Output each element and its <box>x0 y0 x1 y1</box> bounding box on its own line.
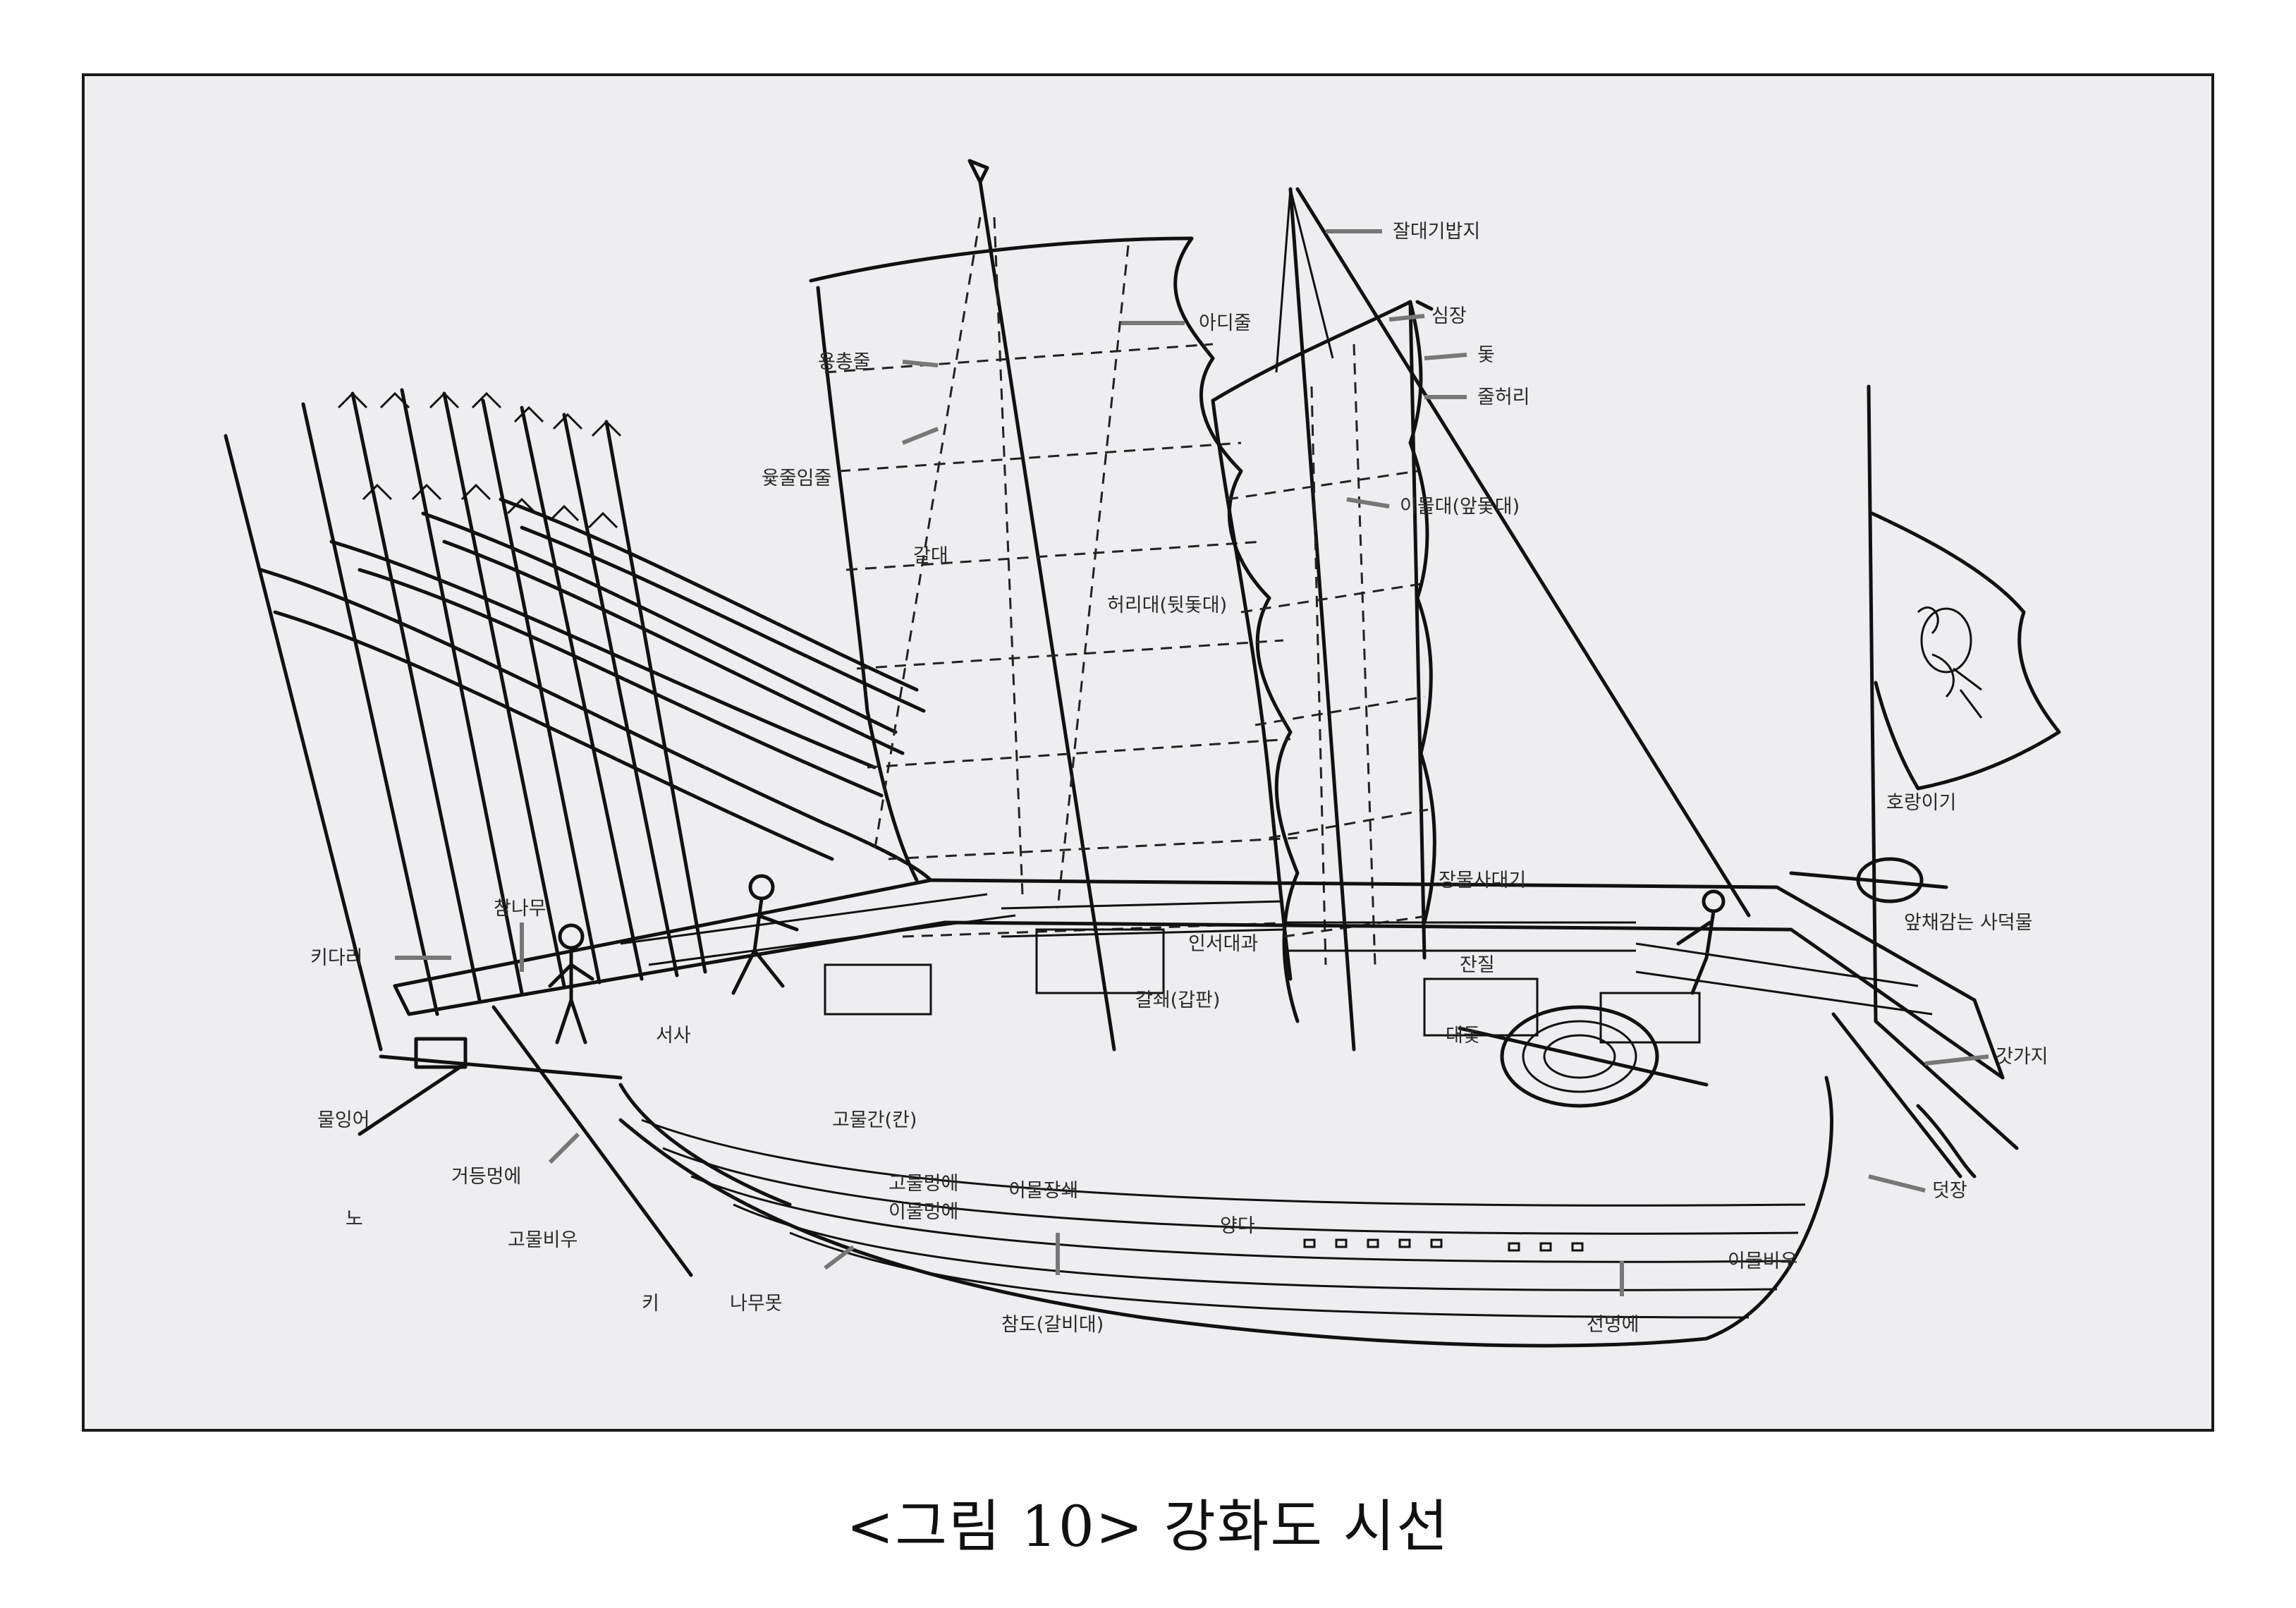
labels: 잘대기밥지 아디줄 용총줄 심장 돛 줄허리 윷줄임줄 이물대(앞돛대) 갈대 … <box>310 221 2048 1336</box>
label-5: 돛 <box>1477 344 1495 366</box>
label-4: 심장 <box>1431 305 1467 327</box>
label-1: 잘대기밥지 <box>1393 221 1480 243</box>
crew <box>548 874 1726 1044</box>
label-6: 줄허리 <box>1477 386 1530 408</box>
rudder <box>358 1005 693 1277</box>
oar-poles <box>224 388 707 1052</box>
label-31: 고물비우 <box>508 1229 578 1251</box>
hull <box>618 1012 2019 1348</box>
label-22: 서사 <box>656 1025 691 1047</box>
label-26: 노 <box>346 1208 363 1230</box>
label-7: 윷줄임줄 <box>762 468 831 489</box>
label-18: 갈쇄(갑판) <box>1135 989 1220 1011</box>
ship-diagram: 잘대기밥지 아디줄 용총줄 심장 돛 줄허리 윷줄임줄 이물대(앞돛대) 갈대 … <box>224 159 2061 1348</box>
label-24: 덧장 <box>1932 1180 1967 1202</box>
label-35: 참도(갈비대) <box>1001 1314 1104 1336</box>
label-9: 갈대 <box>913 545 948 567</box>
label-16: 인서대과 <box>1188 933 1258 955</box>
fore-sail-leech <box>1408 300 1436 925</box>
label-2: 아디줄 <box>1199 312 1252 334</box>
fore-sail <box>1211 300 1432 981</box>
rear-sail <box>809 217 1300 1023</box>
label-8: 이물대(앞돛대) <box>1400 496 1520 518</box>
label-28: 이물멍에 <box>889 1201 958 1223</box>
label-29: 이물장쇄 <box>1008 1180 1078 1202</box>
figure-caption: <그림 10> 강화도 시선 <box>846 1494 1450 1559</box>
furled-sails <box>259 497 933 882</box>
label-19: 대돛 <box>1446 1025 1481 1047</box>
label-3: 용총줄 <box>818 351 871 373</box>
label-17: 잔질 <box>1460 954 1495 976</box>
deck <box>393 878 2005 1080</box>
windlass <box>1458 857 1948 1108</box>
flag-mast <box>1867 384 2061 1023</box>
label-10: 허리대(뒷돛대) <box>1107 595 1227 616</box>
label-32: 키 <box>642 1293 659 1315</box>
label-23: 고물간(칸) <box>832 1109 917 1131</box>
label-21: 물잉어 <box>317 1109 370 1131</box>
label-25: 거등멍에 <box>451 1166 521 1188</box>
pole-ticks <box>337 391 622 529</box>
label-11: 호랑이기 <box>1886 792 1956 814</box>
label-36: 양다 <box>1220 1215 1255 1237</box>
label-27: 고물멍에 <box>889 1173 958 1195</box>
label-34: 선멍에 <box>1587 1314 1639 1336</box>
figure-frame: 잘대기밥지 아디줄 용총줄 심장 돛 줄허리 윷줄임줄 이물대(앞돛대) 갈대 … <box>82 73 2214 1432</box>
label-15: 참나무 <box>494 898 546 920</box>
label-20: 갓가지 <box>1996 1046 2048 1068</box>
label-12: 장물사대기 <box>1439 870 1526 891</box>
label-33: 나무못 <box>730 1293 783 1315</box>
leader-arrows <box>395 229 1989 1296</box>
rear-mast <box>967 159 1116 1052</box>
label-14: 키다리 <box>310 947 363 969</box>
label-13: 앞채감는 사덕물 <box>1904 912 2032 934</box>
fore-mast <box>1275 187 1751 1052</box>
label-30: 이물비우 <box>1728 1250 1797 1272</box>
